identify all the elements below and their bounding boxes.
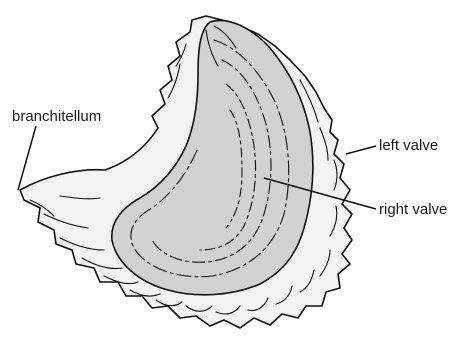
- label-left-valve: left valve: [379, 137, 438, 154]
- label-right-valve: right valve: [379, 201, 447, 218]
- branchitellum-leader: [18, 126, 36, 190]
- label-branchitellum: branchitellum: [12, 108, 101, 125]
- left-valve-leader: [346, 146, 376, 154]
